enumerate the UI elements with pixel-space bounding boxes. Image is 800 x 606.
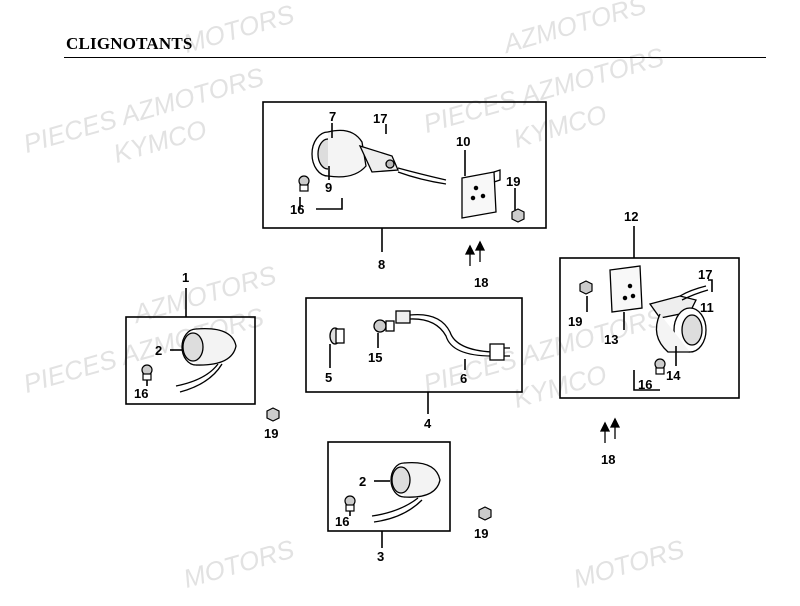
bulb-16-drawing xyxy=(344,495,356,512)
indicator-lamp-drawing xyxy=(371,461,441,523)
callout-18: 18 xyxy=(474,275,488,290)
callout-16: 16 xyxy=(290,202,304,217)
socket-5-drawing xyxy=(329,327,345,345)
callout-12: 12 xyxy=(624,209,638,224)
screw-18-drawing xyxy=(599,417,621,443)
nut-19-drawing xyxy=(579,280,593,295)
bulb-16-drawing xyxy=(654,358,666,375)
callout-19: 19 xyxy=(264,426,278,441)
title-divider xyxy=(64,57,766,58)
rear-right-indicator-box xyxy=(559,257,740,399)
callout-2: 2 xyxy=(359,474,366,489)
nut-19-drawing xyxy=(511,208,525,223)
callout-8: 8 xyxy=(378,257,385,272)
callout-19: 19 xyxy=(568,314,582,329)
bracket-13-drawing xyxy=(609,265,643,313)
callout-11: 11 xyxy=(700,300,714,315)
callout-10: 10 xyxy=(456,134,470,149)
screw-18-drawing xyxy=(464,240,486,266)
nut-19-drawing xyxy=(478,506,492,521)
indicator-lamp-drawing xyxy=(311,129,447,185)
bulb-16-drawing xyxy=(298,175,310,192)
callout-13: 13 xyxy=(604,332,618,347)
callout-1: 1 xyxy=(182,270,189,285)
page-title: CLIGNOTANTS xyxy=(66,34,193,53)
callout-7: 7 xyxy=(329,109,336,124)
callout-17: 17 xyxy=(373,111,387,126)
callout-19: 19 xyxy=(506,174,520,189)
bulb-15-drawing xyxy=(373,319,395,333)
front-right-indicator-box xyxy=(327,441,451,532)
callout-19: 19 xyxy=(474,526,488,541)
callout-9: 9 xyxy=(325,180,332,195)
bracket-10-drawing xyxy=(461,169,501,219)
indicator-lamp-drawing xyxy=(648,285,709,353)
rear-indicator-assembly-box xyxy=(262,101,547,229)
callout-16: 16 xyxy=(134,386,148,401)
callout-4: 4 xyxy=(424,416,432,431)
callout-3: 3 xyxy=(377,549,384,564)
callout-6: 6 xyxy=(460,371,467,386)
callout-14: 14 xyxy=(666,368,681,383)
harness-6-drawing xyxy=(395,310,510,361)
callout-5: 5 xyxy=(325,370,332,385)
callout-17: 17 xyxy=(698,267,712,282)
front-left-indicator-box xyxy=(125,316,256,405)
nut-19-drawing xyxy=(266,407,280,422)
callout-16: 16 xyxy=(335,514,349,529)
socket-and-wiring-box xyxy=(305,297,523,393)
indicator-lamp-drawing xyxy=(175,327,237,393)
callout-15: 15 xyxy=(368,350,382,365)
callout-16: 16 xyxy=(638,377,652,392)
callout-2: 2 xyxy=(155,343,162,358)
bulb-16-drawing xyxy=(141,364,153,381)
callout-18: 18 xyxy=(601,452,615,467)
